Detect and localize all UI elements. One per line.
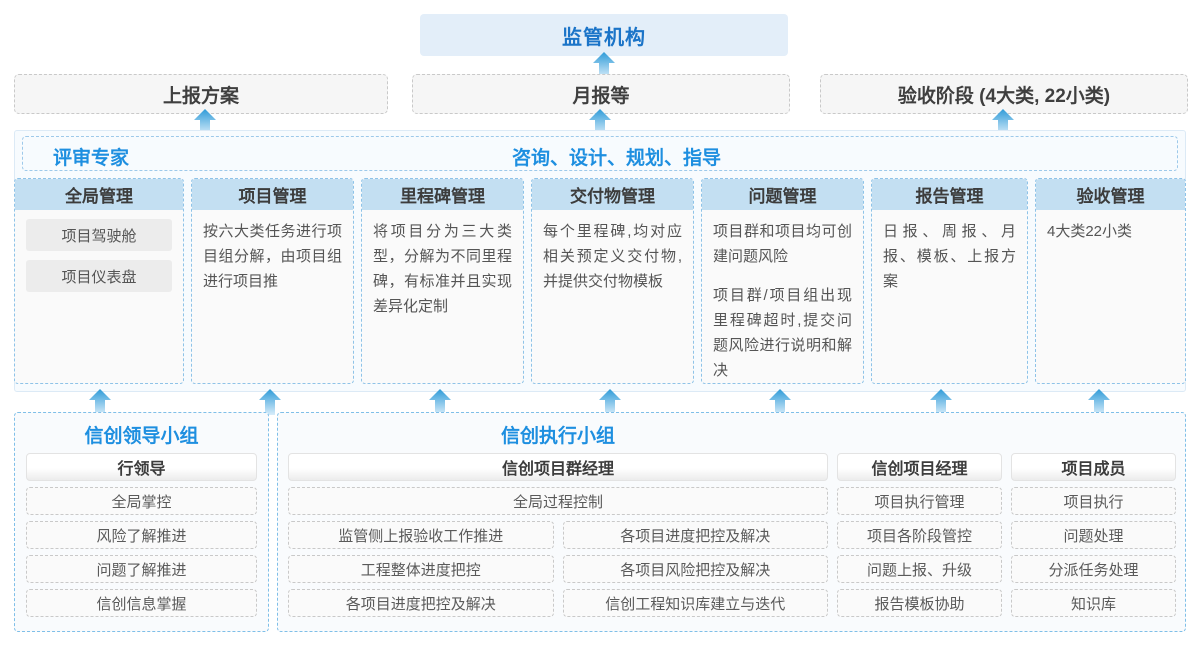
- report-box-label: 验收阶段 (4大类, 22小类): [897, 85, 1111, 107]
- task-item[interactable]: 全局掌控: [26, 487, 257, 515]
- middle-band-header: 评审专家 咨询、设计、规划、指导: [22, 136, 1178, 171]
- leading-group-box: 信创领导小组 行领导 全局掌控 风险了解推进 问题了解推进 信创信息掌握: [14, 412, 269, 632]
- program-manager-column: 信创项目群经理 全局过程控制 监管侧上报验收工作推进 各项目进度把控及解决 工程…: [288, 453, 828, 623]
- column-body: 日报、周报、月报、模板、上报方案: [872, 210, 1027, 294]
- arrow-up-icon: [259, 389, 281, 415]
- column-body: 4大类22小类: [1036, 210, 1185, 244]
- management-columns: 全局管理 项目驾驶舱 项目仪表盘 项目管理 按六大类任务进行项目组分解，由项目组…: [14, 178, 1186, 384]
- report-box-acceptance: 验收阶段 (4大类, 22小类): [820, 74, 1188, 114]
- report-box-label: 月报等: [572, 85, 630, 107]
- column-title: 里程碑管理: [362, 179, 523, 210]
- execution-group-box: 信创执行小组 信创项目群经理 全局过程控制 监管侧上报验收工作推进 各项目进度把…: [277, 412, 1186, 632]
- column-paragraph: 日报、周报、月报、模板、上报方案: [883, 223, 1016, 290]
- management-column-project[interactable]: 项目管理 按六大类任务进行项目组分解，由项目组进行项目推: [191, 178, 354, 384]
- column-body: 将项目分为三大类型，分解为不同里程碑，有标准并且实现差异化定制: [362, 210, 523, 319]
- task-row: 工程整体进度把控 各项目风险把控及解决: [288, 555, 828, 589]
- leading-group-role-column: 行领导 全局掌控 风险了解推进 问题了解推进 信创信息掌握: [26, 453, 257, 623]
- regulator-box: 监管机构: [420, 14, 788, 56]
- task-item[interactable]: 报告模板协助: [837, 589, 1002, 617]
- task-item[interactable]: 全局过程控制: [288, 487, 828, 515]
- column-title: 全局管理: [15, 179, 183, 210]
- arrow-up-icon: [429, 389, 451, 415]
- column-paragraph: 将项目分为三大类型，分解为不同里程碑，有标准并且实现差异化定制: [373, 223, 512, 315]
- task-item[interactable]: 项目执行: [1011, 487, 1176, 515]
- task-item[interactable]: 项目各阶段管控: [837, 521, 1002, 549]
- arrow-up-icon: [992, 109, 1014, 135]
- arrow-up-icon: [589, 109, 611, 135]
- column-pill[interactable]: 项目驾驶舱: [26, 219, 172, 251]
- report-box-plan: 上报方案: [14, 74, 388, 114]
- arrow-up-icon: [599, 389, 621, 415]
- regulator-label: 监管机构: [562, 26, 646, 49]
- leading-group-title: 信创领导小组: [84, 426, 199, 447]
- column-pill[interactable]: 项目仪表盘: [26, 260, 172, 292]
- task-item[interactable]: 各项目风险把控及解决: [562, 555, 828, 583]
- column-title: 验收管理: [1036, 179, 1185, 210]
- column-title: 项目管理: [192, 179, 353, 210]
- column-paragraph: 按六大类任务进行项目组分解，由项目组进行项目推: [203, 223, 342, 290]
- management-column-acceptance[interactable]: 验收管理 4大类22小类: [1035, 178, 1186, 384]
- management-column-issue[interactable]: 问题管理 项目群和项目均可创建问题风险 项目群/项目组出现里程碑超时,提交问题风…: [701, 178, 864, 384]
- management-column-global[interactable]: 全局管理 项目驾驶舱 项目仪表盘: [14, 178, 184, 384]
- column-title: 报告管理: [872, 179, 1027, 210]
- role-header[interactable]: 信创项目群经理: [288, 453, 828, 481]
- column-paragraph: 项目群和项目均可创建问题风险: [713, 223, 852, 265]
- task-row: 监管侧上报验收工作推进 各项目进度把控及解决: [288, 521, 828, 555]
- middle-header-left-label: 评审专家: [53, 148, 130, 169]
- arrow-up-icon: [1088, 389, 1110, 415]
- column-body: 项目驾驶舱 项目仪表盘: [15, 210, 183, 292]
- task-item[interactable]: 信创工程知识库建立与迭代: [562, 589, 828, 617]
- task-row: 各项目进度把控及解决 信创工程知识库建立与迭代: [288, 589, 828, 623]
- role-header[interactable]: 项目成员: [1011, 453, 1176, 481]
- column-body: 每个里程碑,均对应相关预定义交付物,并提供交付物模板: [532, 210, 693, 294]
- task-item[interactable]: 分派任务处理: [1011, 555, 1176, 583]
- arrow-up-icon: [89, 389, 111, 415]
- column-title: 问题管理: [702, 179, 863, 210]
- management-column-deliverable[interactable]: 交付物管理 每个里程碑,均对应相关预定义交付物,并提供交付物模板: [531, 178, 694, 384]
- task-item[interactable]: 各项目进度把控及解决: [288, 589, 554, 617]
- arrow-up-icon: [593, 52, 615, 78]
- role-header[interactable]: 行领导: [26, 453, 257, 481]
- task-item[interactable]: 各项目进度把控及解决: [562, 521, 828, 549]
- column-paragraph: 4大类22小类: [1047, 223, 1133, 240]
- task-item[interactable]: 问题上报、升级: [837, 555, 1002, 583]
- column-paragraph: 每个里程碑,均对应相关预定义交付物,并提供交付物模板: [543, 223, 682, 290]
- role-header[interactable]: 信创项目经理: [837, 453, 1002, 481]
- management-column-milestone[interactable]: 里程碑管理 将项目分为三大类型，分解为不同里程碑，有标准并且实现差异化定制: [361, 178, 524, 384]
- arrow-up-icon: [194, 109, 216, 135]
- arrow-up-icon: [930, 389, 952, 415]
- project-manager-column: 信创项目经理 项目执行管理 项目各阶段管控 问题上报、升级 报告模板协助: [837, 453, 1002, 623]
- task-item[interactable]: 信创信息掌握: [26, 589, 257, 617]
- arrow-up-icon: [769, 389, 791, 415]
- task-item[interactable]: 工程整体进度把控: [288, 555, 554, 583]
- task-item[interactable]: 项目执行管理: [837, 487, 1002, 515]
- task-item[interactable]: 问题了解推进: [26, 555, 257, 583]
- task-item[interactable]: 问题处理: [1011, 521, 1176, 549]
- report-box-label: 上报方案: [162, 85, 239, 107]
- column-title: 交付物管理: [532, 179, 693, 210]
- column-body: 按六大类任务进行项目组分解，由项目组进行项目推: [192, 210, 353, 294]
- task-item[interactable]: 知识库: [1011, 589, 1176, 617]
- column-body: 项目群和项目均可创建问题风险 项目群/项目组出现里程碑超时,提交问题风险进行说明…: [702, 210, 863, 383]
- middle-header-center-label: 咨询、设计、规划、指导: [512, 148, 722, 169]
- task-item[interactable]: 监管侧上报验收工作推进: [288, 521, 554, 549]
- task-item[interactable]: 风险了解推进: [26, 521, 257, 549]
- column-paragraph: 项目群/项目组出现里程碑超时,提交问题风险进行说明和解决: [713, 287, 852, 379]
- management-column-report[interactable]: 报告管理 日报、周报、月报、模板、上报方案: [871, 178, 1028, 384]
- execution-group-title: 信创执行小组: [500, 426, 615, 447]
- report-box-monthly: 月报等: [412, 74, 790, 114]
- project-member-column: 项目成员 项目执行 问题处理 分派任务处理 知识库: [1011, 453, 1176, 623]
